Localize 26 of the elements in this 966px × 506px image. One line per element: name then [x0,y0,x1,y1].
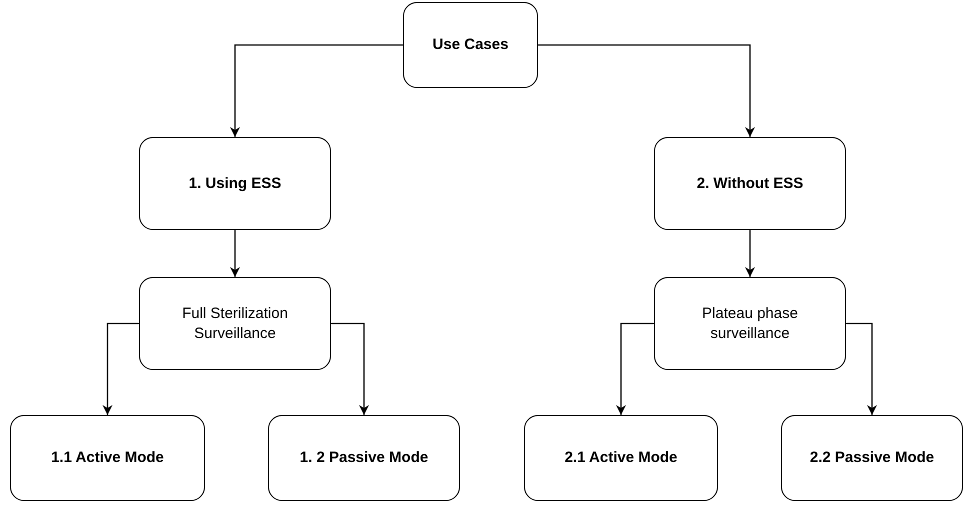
arrow [616,322,654,415]
process-box [524,415,718,501]
arrow [102,322,139,415]
box-label: 1. Using ESS [188,174,282,194]
process-box [654,277,846,370]
arrow [538,44,755,137]
process-box [10,415,205,501]
box-label: Plateau phase surveillance [701,304,799,343]
arrow [230,230,240,277]
process-box [268,415,460,501]
arrow [745,230,755,277]
process-box [781,415,963,501]
box-label: 2.1 Active Mode [564,448,678,468]
process-box [403,2,538,88]
box-label: 1. 2 Passive Mode [298,448,430,468]
box-label: Use Cases [432,35,510,55]
arrow [846,322,877,415]
box-label: Full Sterilization Surveillance [181,304,289,343]
arrow [331,322,369,415]
box-label: 2. Without ESS [696,174,804,194]
process-box [139,137,331,230]
process-box [139,277,331,370]
box-label: 2.2 Passive Mode [808,448,936,468]
box-label: 1.1 Active Mode [50,448,165,468]
arrow [230,44,403,137]
process-box [654,137,846,230]
